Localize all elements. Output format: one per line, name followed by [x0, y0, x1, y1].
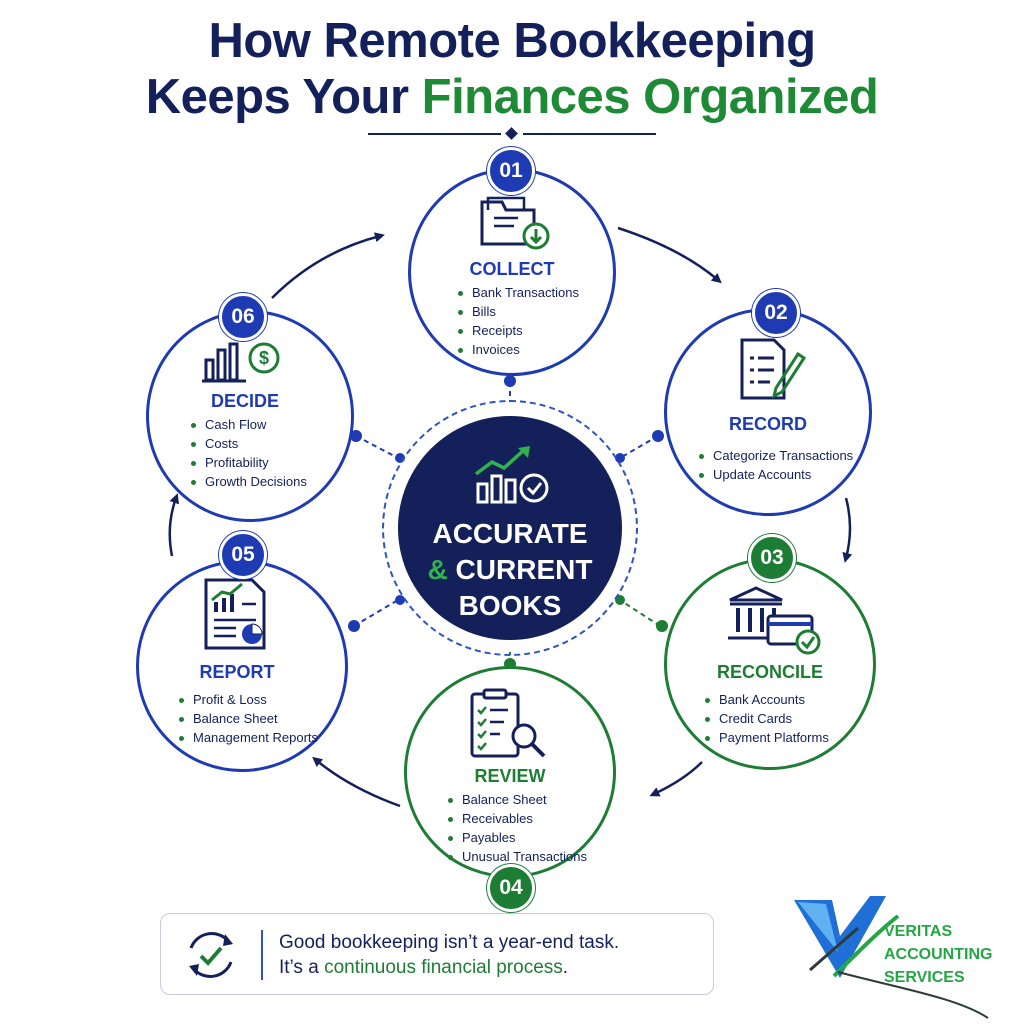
stage-review	[404, 666, 616, 878]
center-line-2: & CURRENT	[398, 552, 622, 588]
node-02	[652, 430, 664, 442]
spoke-06	[355, 435, 399, 459]
stage-review-list: Balance Sheet Receivables Payables Unusu…	[446, 790, 587, 866]
list-item: Update Accounts	[697, 465, 853, 484]
footer-line-2: It’s a continuous financial process.	[279, 955, 619, 980]
node-01	[504, 375, 516, 387]
node-06	[350, 430, 362, 442]
list-item: Receipts	[456, 321, 579, 340]
list-item: Unusual Transactions	[446, 847, 587, 866]
list-item: Management Reports	[177, 728, 318, 747]
bank-card-check-icon	[728, 586, 821, 655]
title-highlight: Finances Organized	[421, 70, 879, 124]
stage-record-title: RECORD	[728, 414, 807, 434]
list-item: Payment Platforms	[703, 728, 829, 747]
arrow-05-to-06	[168, 493, 180, 557]
list-item: Invoices	[456, 340, 579, 359]
arrow-03-to-04	[649, 761, 703, 797]
center-line-1: ACCURATE	[432, 518, 588, 549]
title-line-1: How Remote Bookkeeping	[208, 14, 816, 68]
list-item: Bank Accounts	[703, 690, 829, 709]
list-item: Profitability	[189, 453, 307, 472]
stage-record	[664, 308, 872, 516]
title-rule-right	[523, 133, 656, 135]
spoke-02	[619, 435, 659, 459]
stage-decide-number: 06	[219, 293, 267, 341]
folder-download-icon	[480, 196, 550, 250]
list-item: Categorize Transactions	[697, 446, 853, 465]
stage-reconcile-list: Bank Accounts Credit Cards Payment Platf…	[703, 690, 829, 747]
list-item: Balance Sheet	[177, 709, 318, 728]
arrow-01-to-02	[617, 226, 722, 284]
arrow-04-to-05	[312, 756, 401, 808]
footer-message-box: Good bookkeeping isn’t a year-end task. …	[160, 913, 714, 995]
logo-line-3: SERVICES	[884, 969, 965, 986]
logo-line-1: VERITAS	[884, 923, 953, 940]
bar-chart-dollar-icon: $	[202, 342, 280, 383]
stage-decide-list: Cash Flow Costs Profitability Growth Dec…	[189, 415, 307, 491]
node-05	[348, 620, 360, 632]
stage-reconcile-title: RECONCILE	[716, 662, 823, 682]
center-line-2-rest: CURRENT	[447, 554, 593, 585]
stage-reconcile-number: 03	[748, 534, 796, 582]
footer-line-2-suffix: .	[562, 957, 569, 978]
stage-collect	[408, 168, 616, 376]
document-pen-icon	[740, 338, 807, 400]
growth-check-icon	[474, 446, 549, 504]
list-item: Payables	[446, 828, 587, 847]
center-circle	[398, 416, 622, 640]
list-item: Cash Flow	[189, 415, 307, 434]
footer-divider	[261, 930, 263, 980]
checklist-magnifier-icon	[470, 688, 546, 758]
stage-decide	[146, 310, 354, 522]
node-03	[656, 620, 668, 632]
list-item: Bank Transactions	[456, 283, 579, 302]
stage-record-list: Categorize Transactions Update Accounts	[697, 446, 853, 484]
stage-collect-number: 01	[487, 147, 535, 195]
stage-review-title: REVIEW	[474, 766, 546, 786]
stage-collect-list: Bank Transactions Bills Receipts Invoice…	[456, 283, 579, 359]
list-item: Receivables	[446, 809, 587, 828]
list-item: Bills	[456, 302, 579, 321]
list-item: Growth Decisions	[189, 472, 307, 491]
footer-text: Good bookkeeping isn’t a year-end task. …	[279, 930, 619, 980]
report-chart-icon	[204, 578, 266, 650]
svg-text:$: $	[259, 348, 269, 368]
node-03-inner	[615, 595, 625, 605]
stage-record-number: 02	[752, 289, 800, 337]
center-label: ACCURATE & CURRENT BOOKS	[398, 516, 622, 624]
title-line-2-prefix: Keeps Your	[145, 70, 422, 124]
center-line-3: BOOKS	[458, 590, 562, 621]
footer-highlight: continuous financial process	[324, 957, 563, 978]
list-item: Credit Cards	[703, 709, 829, 728]
logo-text: VERITAS ACCOUNTING SERVICES	[884, 920, 992, 989]
stage-report-title: REPORT	[199, 662, 275, 682]
stage-decide-title: DECIDE	[210, 391, 279, 411]
stage-report-list: Profit & Loss Balance Sheet Management R…	[177, 690, 318, 747]
center-dashed-ring	[382, 400, 638, 656]
spoke-05	[353, 599, 399, 627]
footer-line-2-prefix: It’s a	[279, 957, 325, 978]
logo-line-2: ACCOUNTING	[884, 946, 993, 963]
list-item: Balance Sheet	[446, 790, 587, 809]
title-line-2: Keeps Your Finances Organized	[0, 68, 1024, 126]
arrow-02-to-03	[842, 497, 853, 563]
stage-review-number: 04	[487, 864, 535, 912]
arrow-06-to-01	[271, 232, 385, 299]
stage-collect-title: COLLECT	[469, 259, 555, 279]
footer-line-1: Good bookkeeping isn’t a year-end task.	[279, 932, 620, 953]
cycle-check-icon	[189, 932, 233, 978]
list-item: Profit & Loss	[177, 690, 318, 709]
center-ampersand: &	[427, 554, 448, 585]
list-item: Costs	[189, 434, 307, 453]
stage-report-number: 05	[219, 531, 267, 579]
veritas-logo-icon	[794, 896, 989, 1019]
spoke-03	[619, 599, 661, 627]
title-rule-left	[368, 133, 501, 135]
